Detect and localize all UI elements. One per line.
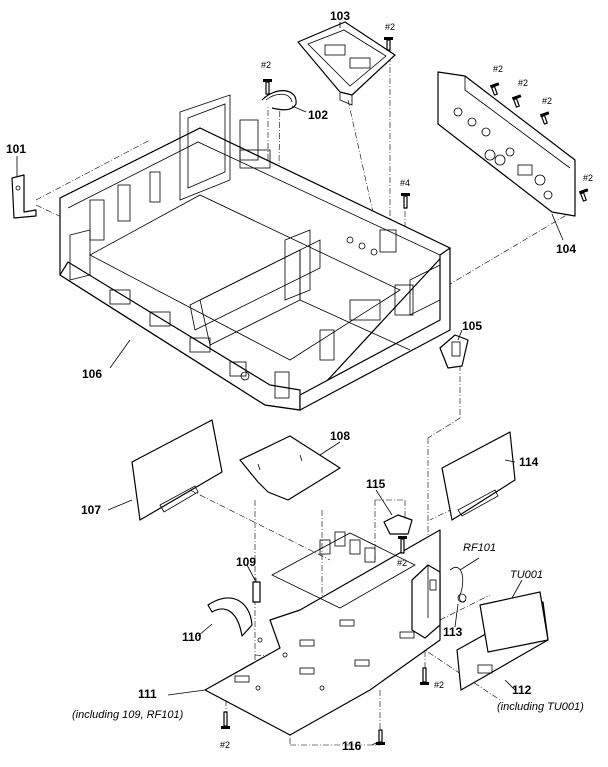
screw-icon xyxy=(221,711,230,729)
screw-labels: #2 #2 #2 #2 #2 #2 #4 #2 #2 #2 xyxy=(220,22,593,750)
screw-icon xyxy=(489,82,500,96)
board-108 xyxy=(239,435,341,501)
label-107: 107 xyxy=(81,503,101,517)
screw-label: #2 xyxy=(542,96,552,106)
label-106: 106 xyxy=(82,367,102,381)
screw-icon xyxy=(401,193,410,209)
label-110: 110 xyxy=(182,630,202,644)
label-104: 104 xyxy=(556,242,576,256)
screw-label: #2 xyxy=(493,64,503,74)
main-board-111 xyxy=(204,529,441,736)
label-111: 111 xyxy=(138,687,157,701)
screw-icon xyxy=(539,111,550,125)
screw-label: #2 xyxy=(434,680,444,690)
label-109: 109 xyxy=(236,555,256,569)
label-113: 113 xyxy=(443,625,463,639)
label-114: 114 xyxy=(519,455,539,469)
screw-icon xyxy=(384,37,393,51)
chassis-106 xyxy=(59,94,451,411)
screw-label: #2 xyxy=(583,173,593,183)
screw-label: #4 xyxy=(400,178,410,188)
label-112: 112 xyxy=(512,683,532,697)
label-105: 105 xyxy=(462,319,482,333)
screw-label: #2 xyxy=(385,22,395,32)
label-116: 116 xyxy=(342,739,362,753)
screw-label: #2 xyxy=(518,78,528,88)
rf-unit-rf101 xyxy=(411,564,441,639)
label-tu001: TU001 xyxy=(510,569,543,581)
label-rf101: RF101 xyxy=(463,542,496,554)
screw-icon xyxy=(420,667,429,685)
rear-panel-104 xyxy=(437,71,576,217)
cable-113 xyxy=(449,567,467,603)
note-112: (including TU001) xyxy=(497,701,584,713)
tuner-board-112 xyxy=(456,591,549,691)
bracket-115 xyxy=(383,514,413,535)
screw-icon xyxy=(511,94,522,108)
screw-icon xyxy=(376,729,385,745)
bracket-103 xyxy=(297,21,396,106)
screw-icon xyxy=(578,188,589,202)
screw-label: #2 xyxy=(397,558,407,568)
leader-lines xyxy=(16,22,564,746)
label-103: 103 xyxy=(330,9,350,23)
bracket-105 xyxy=(439,334,469,369)
flex-cable-110 xyxy=(207,597,253,637)
clip-102 xyxy=(261,90,297,111)
board-114 xyxy=(441,431,516,521)
note-111: (including 109, RF101) xyxy=(72,709,184,721)
label-115: 115 xyxy=(366,477,386,491)
connector-109 xyxy=(252,578,261,603)
label-108: 108 xyxy=(330,429,350,443)
screw-icon xyxy=(398,536,407,554)
screws xyxy=(221,37,589,745)
part-labels: 101 102 103 104 105 106 107 108 109 110 … xyxy=(6,9,584,753)
bracket-101 xyxy=(11,174,37,219)
label-101: 101 xyxy=(6,142,26,156)
label-102: 102 xyxy=(308,108,328,122)
board-107 xyxy=(131,419,223,521)
screw-icon xyxy=(263,79,272,95)
screw-label: #2 xyxy=(261,60,271,70)
screw-label: #2 xyxy=(220,740,230,750)
